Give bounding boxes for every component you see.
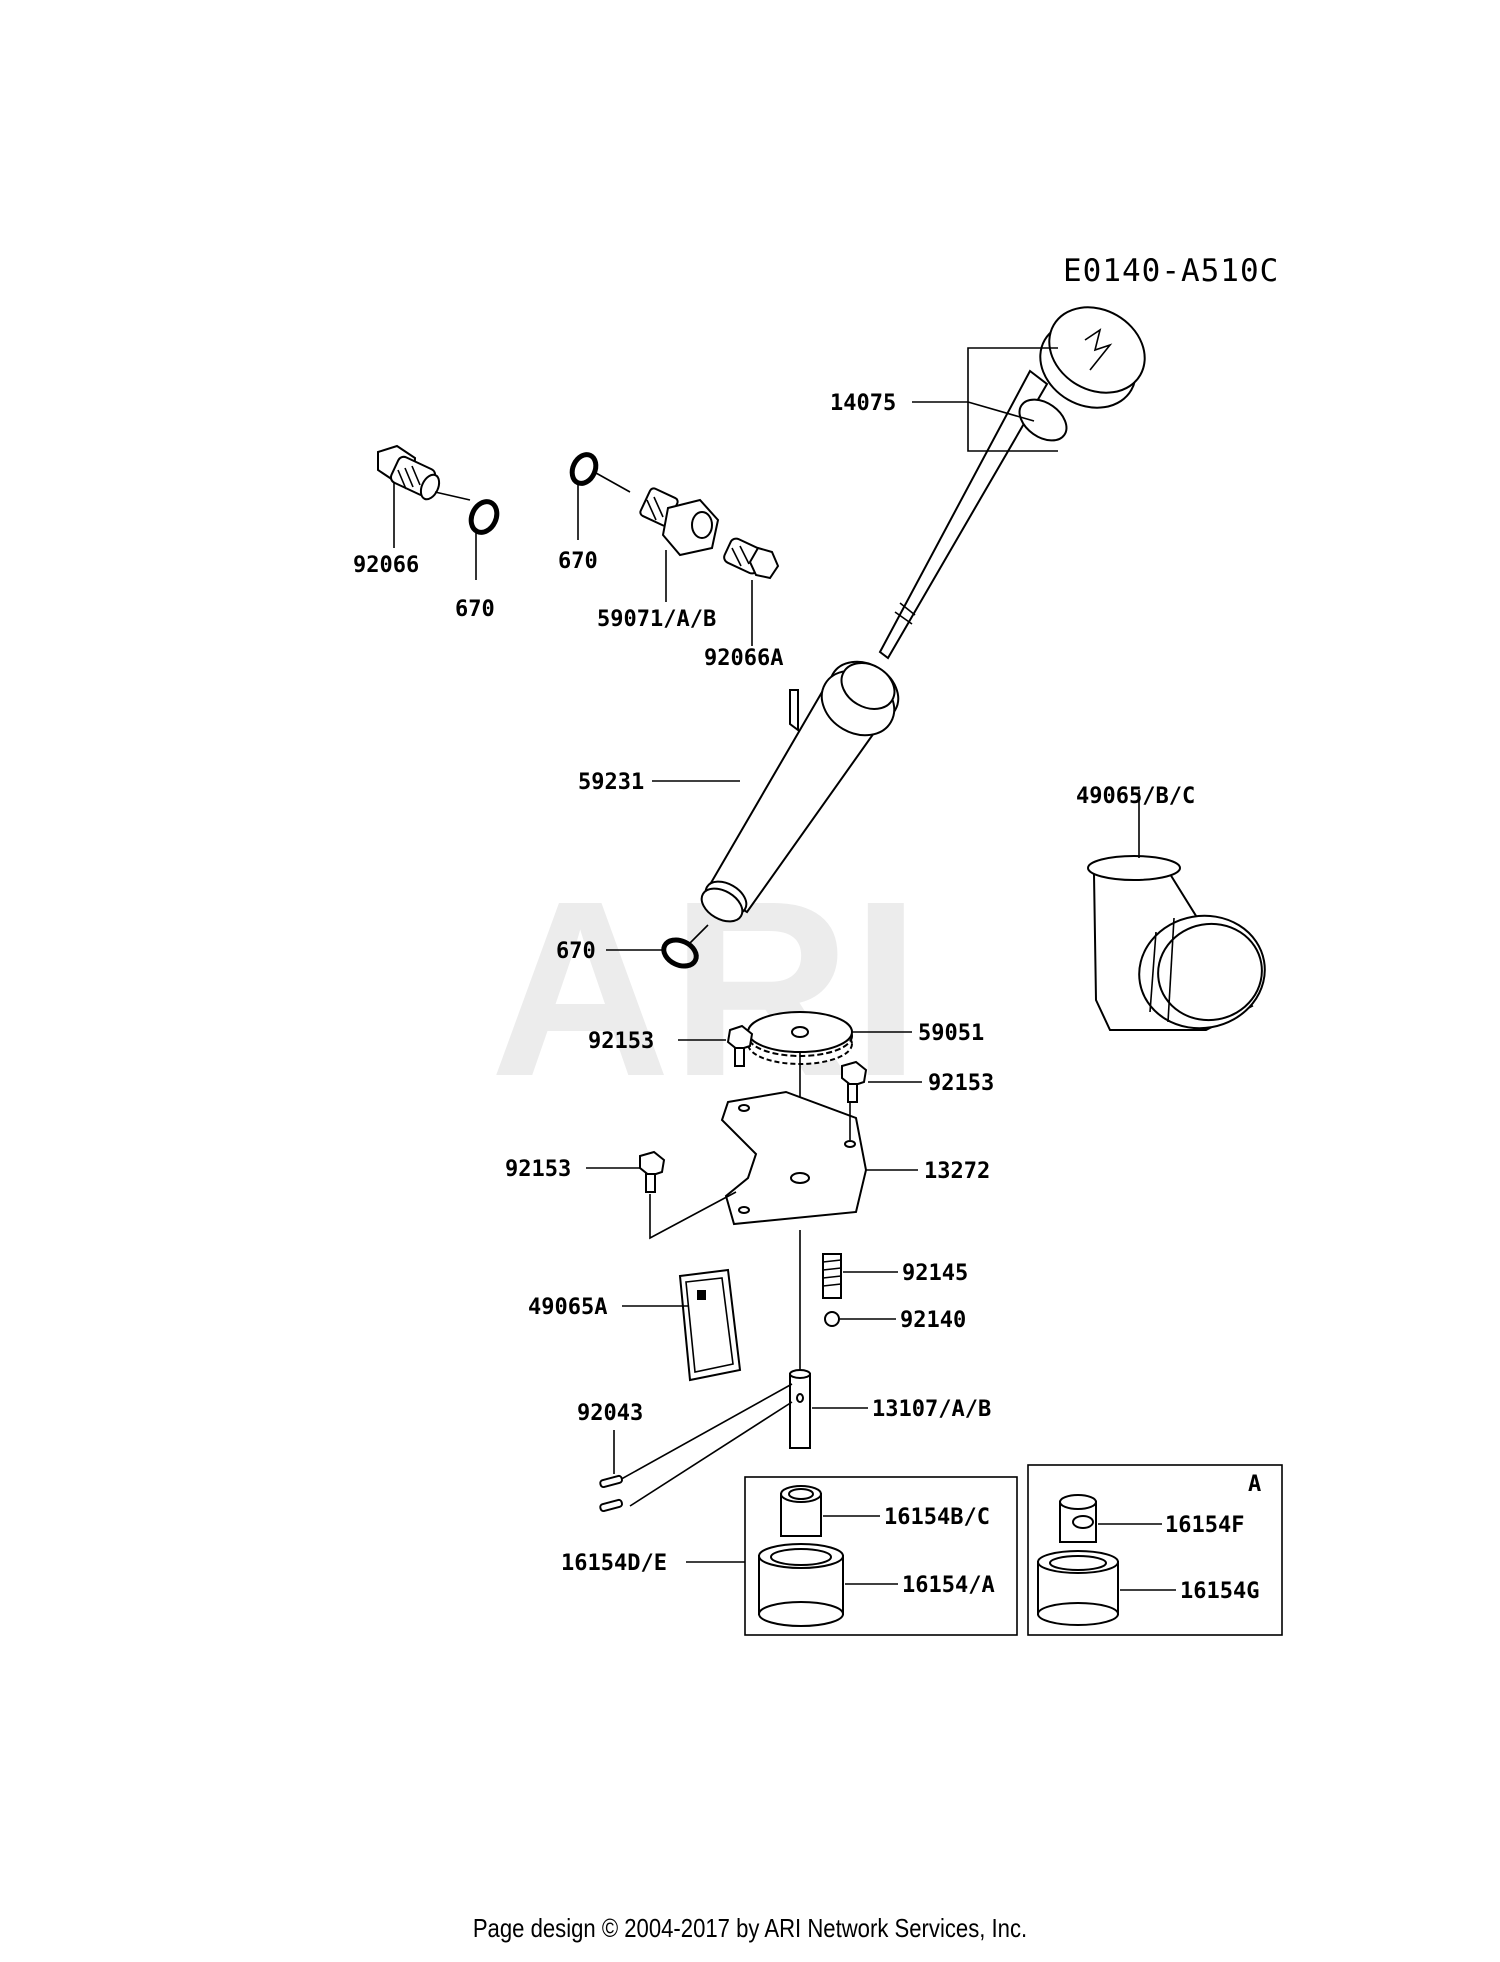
label-49065A: 49065A: [528, 1295, 607, 1320]
pump-shaft-part: 13107/A/B 92043: [577, 1230, 991, 1513]
label-13107: 13107/A/B: [872, 1397, 991, 1422]
label-16154G: 16154G: [1180, 1579, 1259, 1604]
label-16154A: 16154/A: [902, 1573, 995, 1598]
label-16154BC: 16154B/C: [884, 1505, 990, 1530]
label-92043: 92043: [577, 1401, 643, 1426]
label-92066A: 92066A: [704, 646, 783, 671]
box-a-label: A: [1248, 1472, 1261, 1497]
label-16154F: 16154F: [1165, 1513, 1244, 1538]
label-16154DE: 16154D/E: [561, 1551, 667, 1576]
label-92066: 92066: [353, 553, 419, 578]
label-13272: 13272: [924, 1159, 990, 1184]
label-59051: 59051: [918, 1021, 984, 1046]
tool-box-main: 16154D/E 16154B/C 16154/A: [561, 1476, 1018, 1636]
label-670-left: 670: [455, 597, 495, 622]
callout-14075: 14075: [830, 347, 1058, 452]
label-92140: 92140: [900, 1308, 966, 1333]
label-92145: 92145: [902, 1261, 968, 1286]
label-92153-left: 92153: [505, 1157, 571, 1182]
label-14075: 14075: [830, 391, 896, 416]
label-59071: 59071/A/B: [597, 607, 716, 632]
label-92153-top: 92153: [588, 1029, 654, 1054]
page-footer: Page design © 2004-2017 by ARI Network S…: [472, 1913, 1028, 1943]
label-92153-right: 92153: [928, 1071, 994, 1096]
oil-filler-tube-part: 59231: [578, 660, 900, 923]
bolts-92153: 92153 92153 92153: [505, 1024, 994, 1193]
tool-box-a: A 16154F 16154G: [1027, 1464, 1283, 1636]
relief-spring-part: 92145 92140: [822, 1253, 968, 1333]
dipstick-part: [878, 306, 1146, 660]
label-670-lower: 670: [556, 939, 596, 964]
diagram-code: E0140-A510C: [1063, 253, 1279, 289]
adapter-group: 670 59071/A/B 92066A: [558, 452, 783, 671]
label-59231: 59231: [578, 770, 644, 795]
oil-filter-part: 49065/B/C: [1076, 784, 1266, 1031]
label-670-mid: 670: [558, 549, 598, 574]
drain-plug-part: 92066 670: [353, 444, 500, 622]
cover-plate-part: 13272: [649, 1090, 990, 1240]
label-49065: 49065/B/C: [1076, 784, 1195, 809]
oil-pump-gear-part: 59051: [747, 1011, 984, 1185]
oil-screen-part: 49065A: [528, 1268, 742, 1382]
o-ring-lower: 670: [556, 924, 709, 969]
